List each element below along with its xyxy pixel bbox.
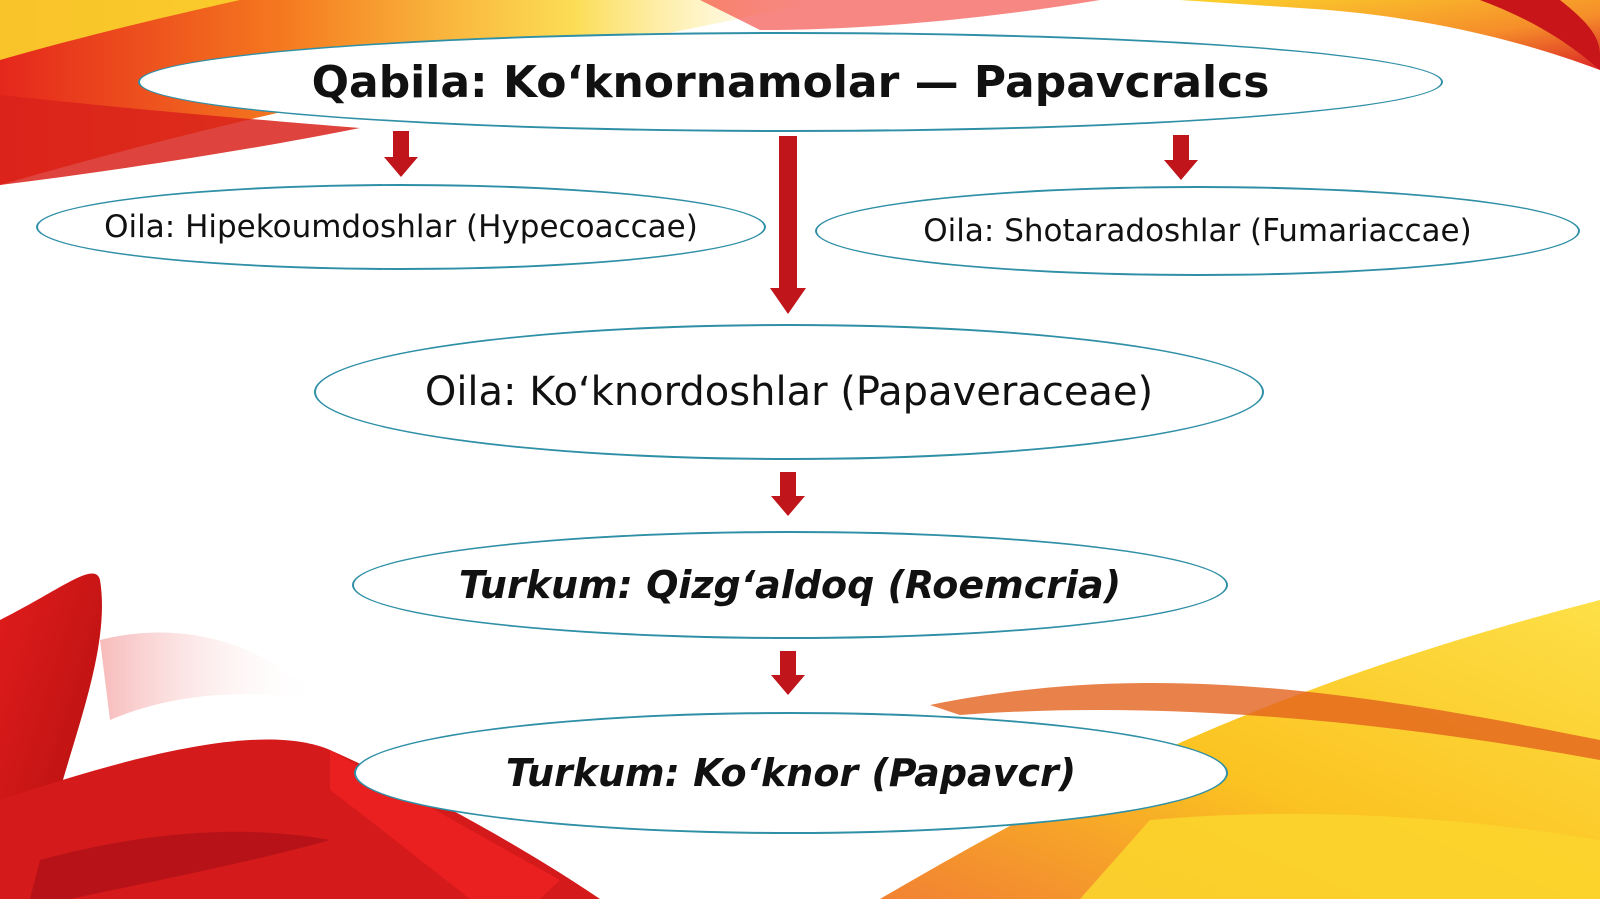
family-node-hypecoaceae: Oila: Hipekoumdoshlar (Hypecoaccae) [36, 184, 766, 270]
family-label-hypecoaceae: Oila: Hipekoumdoshlar (Hypecoaccae) [104, 209, 698, 245]
order-node-papaverales: Qabila: Ko‘knornamolar — Papavcralcs [138, 32, 1443, 132]
family-node-papaveraceae: Oila: Ko‘knordoshlar (Papaveraceae) [314, 324, 1264, 460]
arrow-to-fumariaceae [1164, 135, 1198, 180]
genus-node-papaver: Turkum: Ko‘knor (Papavcr) [354, 712, 1228, 834]
genus-node-roemeria: Turkum: Qizg‘aldoq (Roemcria) [352, 531, 1228, 639]
order-label: Qabila: Ko‘knornamolar — Papavcralcs [311, 56, 1270, 108]
arrow-to-roemeria [771, 472, 805, 516]
family-label-papaveraceae: Oila: Ko‘knordoshlar (Papaveraceae) [424, 369, 1154, 415]
genus-label-papaver: Turkum: Ko‘knor (Papavcr) [505, 751, 1077, 795]
family-label-fumariaceae: Oila: Shotaradoshlar (Fumariaccae) [923, 213, 1472, 249]
family-node-fumariaceae: Oila: Shotaradoshlar (Fumariaccae) [815, 186, 1580, 276]
genus-label-roemeria: Turkum: Qizg‘aldoq (Roemcria) [458, 563, 1122, 607]
arrow-to-hypecoaceae [384, 131, 418, 177]
arrow-to-papaveraceae [770, 136, 806, 314]
arrow-to-papaver [771, 651, 805, 695]
